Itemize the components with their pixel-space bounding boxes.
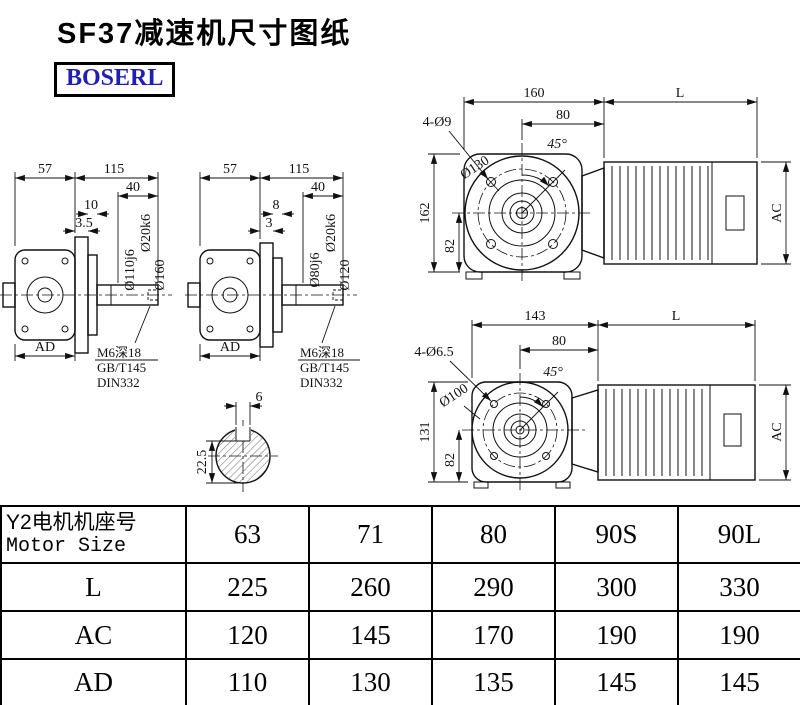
row-label-L: L [0,562,187,612]
side-view-2 [185,242,357,348]
dim-57: 57 [223,162,237,177]
dim-131: 131 [418,422,433,443]
dim-162: 162 [418,203,433,224]
table-cell: 130 [308,658,433,705]
col-header-80: 80 [431,505,556,564]
dim-ad: AD [35,340,55,355]
motor-size-label-en: Motor Size [6,535,127,559]
table-cell: 190 [677,610,800,660]
front-view-2 [462,373,756,490]
dim-key-depth: 22.5 [195,450,210,475]
col-header-63: 63 [185,505,310,564]
dimension-table: Y2电机机座号 Motor Size 63 71 80 90S 90L L 22… [0,505,800,705]
dim-L: L [676,86,685,101]
dim-10: 10 [84,198,98,213]
col-header-90l: 90L [677,505,800,564]
front-view-2-dimensions: 143 L 80 4-Ø6.5 45° Ø100 131 82 AC [414,309,791,483]
table-row-L: L 225 260 290 300 330 [0,562,800,612]
dim-bolt-holes: 4-Ø9 [423,115,452,130]
dim-80: 80 [552,334,566,349]
dim-ac: AC [770,203,785,222]
row-label-AD: AD [0,658,187,705]
dim-flange-dia: Ø120 [338,259,353,290]
tap-note-line3: DIN332 [300,375,343,390]
dim-40: 40 [311,180,325,195]
tap-note-line1: M6深18 [97,345,141,360]
dim-shaft-dia: Ø20k6 [324,214,339,252]
tap-note-line3: DIN332 [97,375,140,390]
dim-ac: AC [770,422,785,441]
table-cell: 260 [308,562,433,612]
dim-flange-dia: Ø160 [153,259,168,290]
dim-115: 115 [289,162,309,177]
tap-note-line2: GB/T145 [300,360,349,375]
dim-pilot-dia: Ø110j6 [123,249,138,290]
brand-logo-box: BOSERL [54,62,176,97]
dim-57: 57 [38,162,52,177]
table-cell: 145 [554,658,679,705]
shaft-section-view: 6 22.5 [195,390,278,492]
table-cell: 170 [431,610,556,660]
dim-45deg: 45° [543,365,563,380]
table-cell: 190 [554,610,679,660]
dim-40: 40 [126,180,140,195]
dim-3: 3 [266,216,273,231]
page-title: SF37减速机尺寸图纸 [57,18,352,50]
dim-ad: AD [220,340,240,355]
table-cell: 145 [308,610,433,660]
motor-size-header-cell: Y2电机机座号 Motor Size [0,505,187,564]
dim-82: 82 [443,453,458,467]
dim-shaft-dia: Ø20k6 [139,214,154,252]
side-view-1-dimensions: 57 115 40 10 3.5 Ø20k6 Ø110j6 Ø160 AD M6… [14,162,168,390]
dim-8: 8 [273,198,280,213]
table-cell: 135 [431,658,556,705]
col-header-90s: 90S [554,505,679,564]
dim-115: 115 [104,162,124,177]
motor-size-label-cn: Y2电机机座号 [6,510,137,534]
brand-text: BOSERL [66,65,164,91]
dim-45deg: 45° [547,137,567,152]
table-cell: 330 [677,562,800,612]
table-cell: 120 [185,610,310,660]
dim-160: 160 [524,86,545,101]
dim-pilot-dia: Ø80j6 [308,253,323,288]
table-row-AC: AC 120 145 170 190 190 [0,610,800,660]
table-cell: 145 [677,658,800,705]
technical-drawing: 57 115 40 10 3.5 Ø20k6 Ø110j6 Ø160 AD M6… [0,86,791,492]
row-label-AC: AC [0,610,187,660]
dim-143: 143 [525,309,546,324]
front-view-1 [452,143,758,283]
tap-note-line2: GB/T145 [97,360,146,375]
dim-80: 80 [556,108,570,123]
table-cell: 300 [554,562,679,612]
side-view-2-dimensions: 57 115 40 8 3 Ø20k6 Ø80j6 Ø120 AD M6深18 … [199,162,360,390]
table-cell: 290 [431,562,556,612]
tap-note-line1: M6深18 [300,345,344,360]
dim-82: 82 [443,239,458,253]
dim-flange-circle: Ø100 [437,381,471,411]
table-cell: 225 [185,562,310,612]
table-row-AD: AD 110 130 135 145 145 [0,658,800,705]
dim-L: L [672,309,681,324]
dim-bolt-holes: 4-Ø6.5 [414,345,453,360]
table-cell: 110 [185,658,310,705]
dim-3-5: 3.5 [75,216,93,231]
dim-key-width: 6 [256,390,263,405]
col-header-71: 71 [308,505,433,564]
table-header-row: Y2电机机座号 Motor Size 63 71 80 90S 90L [0,505,800,564]
side-view-1 [0,236,172,354]
